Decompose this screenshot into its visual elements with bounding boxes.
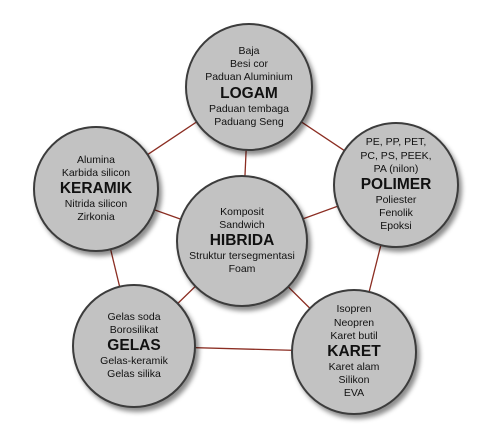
node-line: PE, PP, PET,: [365, 136, 427, 149]
node-line: Gelas soda: [107, 310, 161, 323]
node-line: Alumina: [77, 153, 115, 166]
node-line: Zirkonia: [77, 211, 115, 224]
node-line: Gelas silika: [107, 368, 161, 381]
node-title: POLIMER: [360, 176, 432, 193]
node-line: Neopren: [333, 316, 375, 329]
node-line: EVA: [343, 387, 365, 400]
node-line: Gelas-keramik: [100, 355, 168, 367]
node-logam: Baja Besi cor Paduan Aluminium LOGAM Pad…: [185, 23, 313, 151]
node-line: Isopren: [336, 303, 372, 316]
node-line: Paduang Seng: [214, 115, 284, 128]
node-karet: Isopren Neopren Karet butil KARET Karet …: [291, 289, 417, 415]
node-polimer: PE, PP, PET, PC, PS, PEEK, PA (nilon) PO…: [333, 122, 459, 248]
node-line: Borosilikat: [109, 323, 159, 336]
node-line: Struktur tersegmentasi: [189, 250, 295, 262]
node-title: LOGAM: [220, 84, 278, 102]
node-line: Foam: [228, 263, 256, 276]
node-line: PC, PS, PEEK,: [360, 149, 432, 162]
node-title: KERAMIK: [59, 180, 133, 197]
node-line: PA (nilon): [373, 162, 419, 175]
node-title: KARET: [327, 343, 381, 360]
node-line: Paduan tembaga: [209, 102, 289, 115]
node-line: Nitrida silicon: [64, 198, 128, 210]
node-line: Baja: [238, 44, 260, 57]
node-line: Poliester: [375, 194, 417, 206]
node-title: HIBRIDA: [209, 232, 275, 249]
node-line: Karet alam: [328, 361, 380, 373]
node-hibrida: Komposit Sandwich HIBRIDA Struktur terse…: [176, 175, 308, 307]
node-line: Karet butil: [330, 329, 378, 342]
node-line: Paduan Aluminium: [205, 71, 293, 84]
node-line: Epoksi: [380, 220, 412, 233]
node-keramik: Alumina Karbida silicon KERAMIK Nitrida …: [33, 126, 159, 252]
node-gelas: Gelas soda Borosilikat GELAS Gelas-keram…: [72, 284, 196, 408]
node-line: Karbida silicon: [61, 166, 131, 179]
node-line: Komposit: [220, 205, 264, 218]
node-title: GELAS: [107, 337, 161, 354]
node-line: Besi cor: [230, 58, 268, 71]
node-line: Sandwich: [219, 218, 265, 231]
node-line: Silikon: [338, 374, 370, 387]
node-line: Fenolik: [379, 207, 413, 220]
